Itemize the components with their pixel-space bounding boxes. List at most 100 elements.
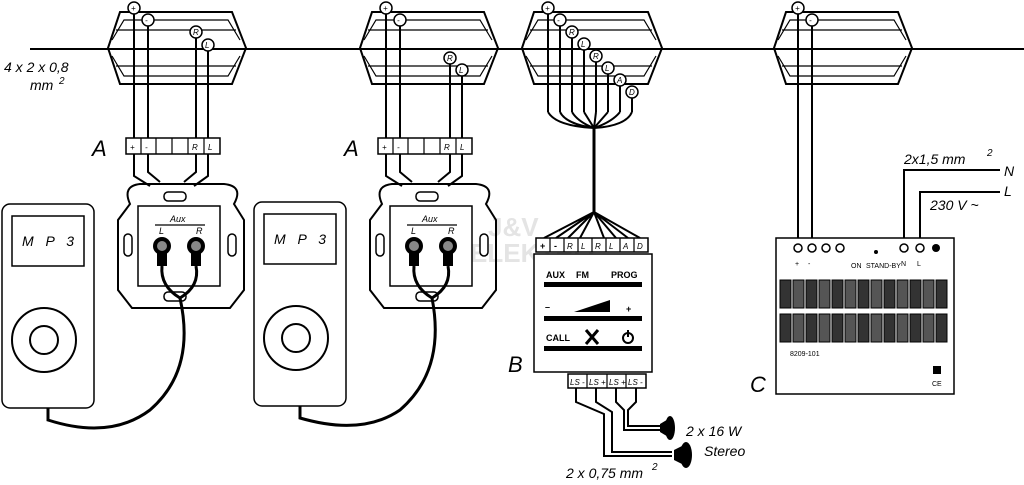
cable-mp3-1 <box>46 297 186 430</box>
amp-term-6: L <box>609 242 613 251</box>
cable-spec-sup: 2 <box>58 76 65 87</box>
junction-c: + - <box>772 1 914 244</box>
vent-slot <box>909 279 922 309</box>
mp3-player-2: M P 3 <box>253 201 347 407</box>
marker-b-7: A <box>616 76 622 85</box>
insert-a2-term-1: + <box>382 143 387 152</box>
insert-a2-term-5: R <box>444 143 450 152</box>
marker-minus: - <box>145 16 148 25</box>
psu-label-standby: STAND-BY <box>866 263 901 270</box>
neutral-label: N <box>1004 163 1015 179</box>
vent-slot <box>831 279 844 309</box>
amp-btn-fm: FM <box>576 270 589 280</box>
amp-btn-call: CALL <box>546 333 570 343</box>
vent-slot <box>818 313 831 343</box>
insert-a1-term-6: L <box>208 143 212 152</box>
unit-label-a2: A <box>342 136 359 161</box>
vent-slot <box>870 279 883 309</box>
mp3-screen-2: M P 3 <box>274 231 330 247</box>
speaker-cable-sup: 2 <box>651 462 658 473</box>
vent-slot <box>857 279 870 309</box>
aux-label-a2: Aux <box>421 214 438 224</box>
aux-input-insert-a1: A + - R L Aux L R <box>90 136 245 309</box>
psu-model: 8209-101 <box>790 351 820 358</box>
vent-slot <box>831 313 844 343</box>
marker-minus: - <box>397 16 400 25</box>
unit-label-b: B <box>508 352 523 377</box>
psu-label-minus: - <box>808 261 811 268</box>
psu-label-n: N <box>901 261 906 268</box>
insert-a1-term-2: - <box>145 143 148 152</box>
vent-slot <box>779 279 792 309</box>
speaker-term-2: LS + <box>589 378 606 387</box>
vent-slot <box>857 313 870 343</box>
unit-label-c: C <box>750 372 766 397</box>
vent-slot <box>935 279 948 309</box>
vent-slot <box>792 279 805 309</box>
ce-mark: CE <box>932 381 942 388</box>
vent-slot <box>935 313 948 343</box>
amp-btn-plus: + <box>626 304 631 314</box>
vent-slot <box>896 279 909 309</box>
jack-label-r-a1: R <box>196 226 203 236</box>
marker-b-3: R <box>569 28 575 37</box>
vent-slot <box>805 279 818 309</box>
jack-label-l-a2: L <box>411 226 416 236</box>
vent-slot <box>883 313 896 343</box>
marker-b-2: - <box>557 16 560 25</box>
vent-slot <box>792 313 805 343</box>
power-supply-c: + - ON STAND-BY N L 8209-101 CE C <box>750 237 955 397</box>
jack-label-r-a2: R <box>448 226 455 236</box>
marker-b-1: + <box>545 4 550 13</box>
speaker-term-1: LS - <box>570 378 585 387</box>
jack-label-l-a1: L <box>159 226 164 236</box>
power-cable-sup: 2 <box>986 148 993 159</box>
amp-btn-minus: – <box>545 302 550 312</box>
vent-slot <box>779 313 792 343</box>
psu-ventilation <box>779 279 948 343</box>
power-cable-spec: 2x1,5 mm <box>903 151 966 167</box>
marker-b-5: R <box>593 52 599 61</box>
amp-term-2: - <box>554 241 557 251</box>
mains-wiring <box>903 169 1000 244</box>
psu-label-on: ON <box>851 263 862 270</box>
speaker-wiring <box>575 388 692 468</box>
marker-b-4: L <box>581 40 585 49</box>
junction-a2: + - R L <box>358 1 500 140</box>
vent-slot <box>870 313 883 343</box>
junction-b: + - R L R L A D <box>520 1 664 239</box>
line-label: L <box>1004 183 1012 199</box>
insert-a2-term-6: L <box>460 143 464 152</box>
amp-term-8: D <box>637 242 643 251</box>
amp-term-4: L <box>581 242 585 251</box>
marker-l: L <box>459 66 463 75</box>
vent-slot <box>922 279 935 309</box>
aux-input-insert-a2: A + - R L Aux L R <box>342 136 497 309</box>
speaker-term-3: LS + <box>609 378 626 387</box>
psu-label-plus: + <box>795 261 799 268</box>
vent-slot <box>922 313 935 343</box>
marker-plus: + <box>383 4 388 13</box>
amp-term-3: R <box>567 242 573 251</box>
marker-r: R <box>447 54 453 63</box>
speaker-power-line2: Stereo <box>704 443 745 459</box>
vent-slot <box>909 313 922 343</box>
cable-spec-line2: mm <box>30 77 54 93</box>
amp-term-1: + <box>540 241 545 251</box>
marker-r: R <box>193 28 199 37</box>
mp3-screen-1: M P 3 <box>22 233 78 249</box>
speaker-term-4: LS - <box>628 378 643 387</box>
insert-a1-term-5: R <box>192 143 198 152</box>
aux-label-a1: Aux <box>169 214 186 224</box>
cable-mp3-2 <box>298 297 437 427</box>
psu-label-l: L <box>917 261 921 268</box>
vent-slot <box>818 279 831 309</box>
vent-slot <box>844 279 857 309</box>
marker-b-8: D <box>629 88 635 97</box>
marker-l: L <box>205 41 209 50</box>
cable-spec-line1: 4 x 2 x 0,8 <box>4 59 69 75</box>
vent-slot <box>805 313 818 343</box>
speaker-power-line1: 2 x 16 W <box>685 423 743 439</box>
marker-c-minus: - <box>809 16 812 25</box>
